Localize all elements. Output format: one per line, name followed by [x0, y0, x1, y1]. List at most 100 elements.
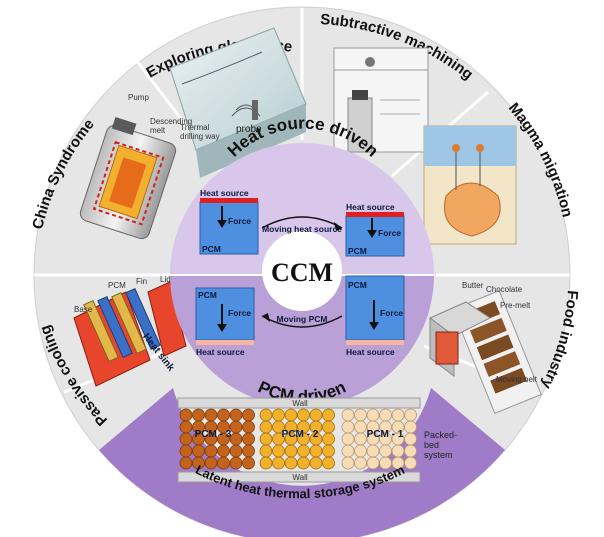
pcm-sphere — [354, 456, 367, 470]
pcm-sphere — [217, 456, 230, 470]
pcm-sphere — [366, 408, 380, 422]
latent-wall-top-label: Wall — [292, 399, 307, 408]
br-force-label: Force — [380, 308, 403, 318]
moving-pcm-label: Moving PCM — [277, 314, 328, 324]
pcm-sphere — [322, 456, 335, 470]
pcm-sphere — [179, 444, 193, 458]
pcm-sphere — [229, 432, 243, 446]
pcm-sphere — [391, 408, 405, 422]
pcm-sphere — [272, 456, 285, 470]
pcm-sphere — [391, 456, 405, 470]
pcm-sphere — [192, 444, 205, 458]
pcm-sphere — [259, 456, 273, 470]
pcm-sphere — [272, 408, 285, 422]
pcm-sphere — [179, 408, 193, 422]
pcm-sphere — [322, 432, 335, 446]
passive-fin-label: Fin — [136, 277, 147, 286]
latent-wall-top — [177, 397, 421, 409]
inner-disc: Heat source driven PCM driven CCM Heat s… — [170, 114, 434, 407]
pcm-sphere — [322, 420, 335, 434]
pcm-sphere — [354, 432, 367, 446]
moving-heat-source-arrow — [261, 216, 343, 229]
bl-force-label: Force — [228, 308, 251, 318]
box-bottom-left: PCM Force Heat source — [195, 287, 255, 357]
pcm-sphere — [179, 432, 193, 446]
pcm-sphere — [354, 444, 367, 458]
pcm-sphere — [341, 408, 355, 422]
pcm-sphere — [309, 444, 323, 458]
passive-lid-label: Lid — [160, 275, 171, 284]
glacier-probe-label: probe — [236, 124, 262, 135]
probe-shape — [252, 100, 258, 120]
pcm-sphere — [297, 444, 310, 458]
pcm-sphere — [259, 432, 273, 446]
pcm-sphere — [341, 456, 355, 470]
box-bottom-right: PCM Force Heat source — [345, 275, 405, 357]
pcm-sphere — [229, 444, 243, 458]
box-top-left: Heat source Force PCM — [199, 188, 259, 255]
tl-pcm-label: PCM — [202, 244, 221, 254]
pcm-sphere — [354, 420, 367, 434]
china-pump-label: Pump — [128, 93, 149, 102]
food-belt-label: Moving belt — [496, 375, 538, 384]
pcm-sphere — [259, 444, 273, 458]
box-top-right: Heat source Force PCM — [345, 202, 405, 257]
tl-heat-source-label: Heat source — [200, 188, 249, 198]
pcm-sphere — [341, 420, 355, 434]
pcm-sphere — [242, 456, 255, 470]
pcm-sphere — [309, 408, 323, 422]
pcm-sphere — [229, 408, 243, 422]
pcm-sphere — [259, 420, 273, 434]
pcm-sphere — [284, 444, 298, 458]
center-disc — [262, 231, 342, 311]
latent-wall-bottom-label: Wall — [292, 473, 307, 482]
pcm-sphere — [309, 456, 323, 470]
pcm-sphere — [379, 456, 392, 470]
pcm-sphere — [217, 408, 230, 422]
pcm2-label: PCM - 2 — [282, 429, 319, 440]
pcm-sphere — [242, 432, 255, 446]
pcm3-label: PCM - 3 — [195, 429, 232, 440]
tr-heat-source-label: Heat source — [346, 202, 395, 212]
pcm-sphere — [354, 408, 367, 422]
food-premelt-label: Pre-melt — [500, 301, 531, 310]
pcm-sphere — [192, 456, 205, 470]
pcm-sphere — [259, 408, 273, 422]
pcm-sphere — [366, 456, 380, 470]
pcm1-label: PCM - 1 — [367, 429, 404, 440]
pcm-sphere — [297, 408, 310, 422]
pcm-sphere — [242, 444, 255, 458]
br-heat-source-label: Heat source — [346, 347, 395, 357]
magma-chamber — [444, 182, 501, 237]
pcm-sphere — [379, 444, 392, 458]
pcm-sphere — [391, 444, 405, 458]
latent-pcm-beds — [179, 408, 417, 470]
pcm-sphere — [242, 420, 255, 434]
tr-pcm-label: PCM — [348, 246, 367, 256]
food-solid-melt — [435, 331, 459, 365]
pcm-sphere — [322, 408, 335, 422]
glacier-block-side — [196, 104, 306, 178]
latent-wall-bottom — [177, 471, 421, 483]
pcm-sphere — [204, 444, 218, 458]
pcm-sphere — [284, 408, 298, 422]
passive-base-label: Base — [74, 305, 93, 314]
tr-force-label: Force — [378, 228, 401, 238]
pcm-sphere — [297, 456, 310, 470]
pcm-sphere — [204, 456, 218, 470]
pcm-sphere — [229, 456, 243, 470]
pcm-sphere — [379, 408, 392, 422]
bl-pcm-label: PCM — [198, 290, 217, 300]
pcm-sphere — [404, 432, 417, 446]
latent-segment-bg — [99, 388, 505, 537]
pcm-sphere — [404, 420, 417, 434]
pcm-sphere — [204, 408, 218, 422]
pcm-sphere — [272, 444, 285, 458]
bl-heat-source-label: Heat source — [196, 347, 245, 357]
pcm-sphere — [229, 420, 243, 434]
center-title: CCM — [271, 258, 333, 287]
